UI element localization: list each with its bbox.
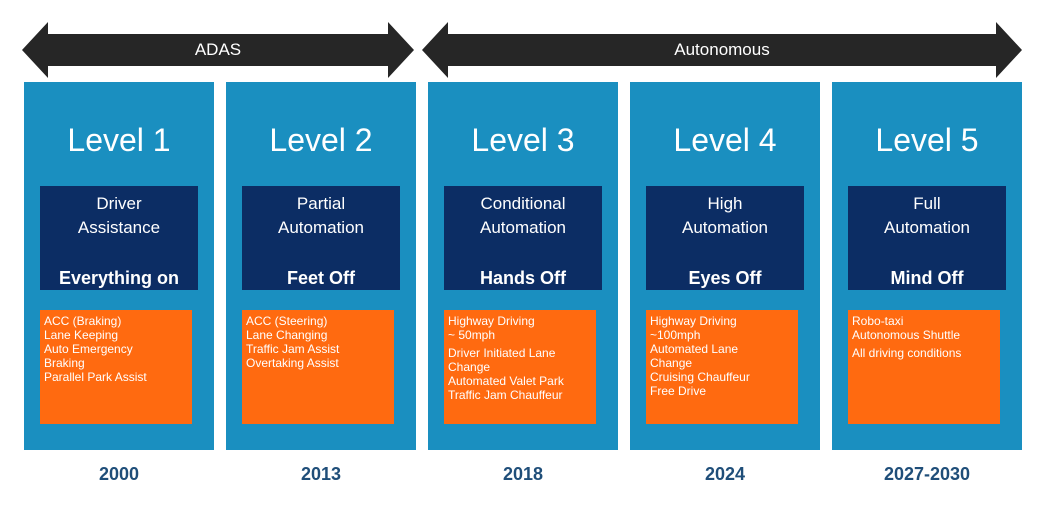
automation-name: Full Automation [884, 194, 970, 237]
adas-arrow: ADAS [22, 22, 414, 78]
feature-item: Auto Emergency [44, 342, 133, 356]
level-5-column: Level 5 Full Automation Mind Off Robo-ta… [832, 82, 1022, 450]
year-label: 2013 [300, 464, 342, 484]
year-label: 2000 [98, 464, 140, 484]
automation-name: Conditional Automation [480, 194, 566, 237]
level-2-column: Level 2 Partial Automation Feet Off ACC … [226, 82, 416, 450]
level-title: Level 1 [67, 122, 171, 158]
feature-item: Driver Initiated Lane [448, 346, 556, 360]
features-box: Highway Driving ~ 50mph Driver Initiated… [444, 310, 596, 424]
feature-item: Change [448, 360, 491, 374]
feature-item: ACC (Steering) [246, 314, 328, 328]
level-title: Level 2 [269, 122, 373, 158]
level-title: Level 5 [875, 122, 979, 158]
year-label: 2024 [704, 464, 746, 484]
feature-item: Traffic Jam Chauffeur [448, 388, 563, 402]
feature-item: Free Drive [650, 384, 707, 398]
automation-name: High Automation [682, 194, 768, 237]
features-box: Highway Driving ~100mph Automated Lane C… [646, 310, 798, 424]
year-label: 2018 [502, 464, 544, 484]
automation-tag: Hands Off [479, 268, 566, 288]
feature-item: Change [650, 356, 693, 370]
feature-item: Highway Driving [448, 314, 535, 328]
feature-item: Automated Lane [650, 342, 739, 356]
level-4-column: Level 4 High Automation Eyes Off Highway… [630, 82, 820, 450]
automation-tag: Mind Off [890, 268, 964, 288]
feature-item: Traffic Jam Assist [246, 342, 340, 356]
automation-name: Driver Assistance [77, 194, 161, 237]
automation-tag: Everything on [58, 268, 179, 288]
automation-box: Full Automation Mind Off [848, 186, 1006, 290]
autonomous-label: Autonomous [674, 40, 770, 59]
feature-item: Automated Valet Park [448, 374, 564, 388]
feature-item: Overtaking Assist [246, 356, 339, 370]
feature-item: Autonomous Shuttle [852, 328, 961, 342]
feature-item: ~ 50mph [448, 328, 496, 342]
feature-item: Highway Driving [650, 314, 737, 328]
level-3-column: Level 3 Conditional Automation Hands Off… [428, 82, 618, 450]
feature-item: Braking [44, 356, 85, 370]
automation-box: Driver Assistance Everything on [40, 186, 198, 290]
features-box: Robo-taxi Autonomous Shuttle All driving… [848, 310, 1000, 424]
automation-box: Partial Automation Feet Off [242, 186, 400, 290]
feature-item: Lane Changing [246, 328, 328, 342]
features-box: ACC (Steering) Lane Changing Traffic Jam… [242, 310, 394, 424]
automation-tag: Eyes Off [688, 268, 762, 288]
feature-item: Parallel Park Assist [44, 370, 147, 384]
automation-name: Partial Automation [278, 194, 364, 237]
autonomous-arrow: Autonomous [422, 22, 1022, 78]
year-label: 2027-2030 [883, 464, 971, 484]
features-box: ACC (Braking) Lane Keeping Auto Emergenc… [40, 310, 192, 424]
feature-item: All driving conditions [852, 346, 962, 360]
level-title: Level 3 [471, 122, 575, 158]
automation-box: High Automation Eyes Off [646, 186, 804, 290]
automation-tag: Feet Off [286, 268, 355, 288]
feature-item: ACC (Braking) [44, 314, 122, 328]
feature-item: Lane Keeping [44, 328, 119, 342]
level-1-column: Level 1 Driver Assistance Everything on … [24, 82, 214, 450]
automation-box: Conditional Automation Hands Off [444, 186, 602, 290]
feature-item: Cruising Chauffeur [650, 370, 750, 384]
level-title: Level 4 [673, 122, 777, 158]
adas-label: ADAS [194, 40, 242, 59]
feature-item: ~100mph [650, 328, 701, 342]
feature-item: Robo-taxi [852, 314, 904, 328]
